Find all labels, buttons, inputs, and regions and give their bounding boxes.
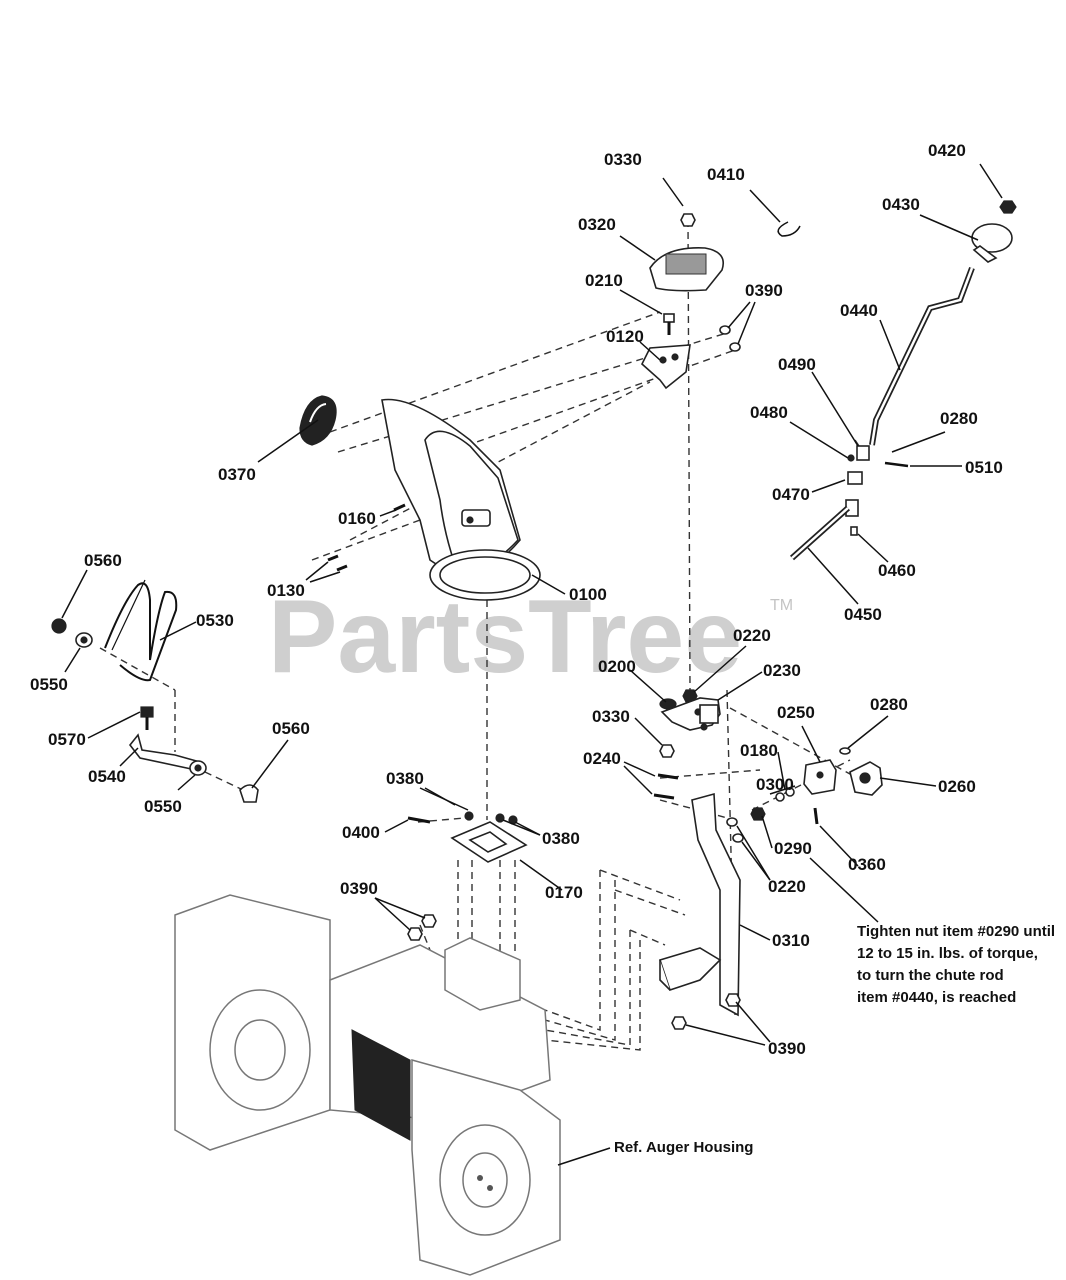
part-0390-washers-top — [719, 325, 741, 352]
part-0540-bracket — [128, 733, 202, 771]
part-0260-gearbox — [849, 761, 883, 796]
part-0280-washer-mid — [839, 747, 851, 755]
callout-0160: 0160 — [338, 509, 376, 528]
callout-0530: 0530 — [196, 611, 234, 630]
callout-labels: 0330 0410 0420 0430 0320 0210 0390 0120 … — [30, 141, 1003, 1058]
part-0200-0220-0230-swivel — [659, 689, 721, 731]
part-0440-chute-rod — [869, 266, 975, 446]
torque-note-line-4: item #0440, is reached — [857, 989, 1016, 1006]
callout-0360: 0360 — [848, 855, 886, 874]
part-0390-nuts-bottom — [671, 993, 741, 1030]
part-0330-nut-mid — [659, 744, 675, 758]
part-0130-bolts — [327, 554, 348, 572]
callout-0290: 0290 — [774, 839, 812, 858]
callout-0170: 0170 — [545, 883, 583, 902]
callout-0220-top: 0220 — [733, 626, 771, 645]
callout-0240: 0240 — [583, 749, 621, 768]
callout-0330-top: 0330 — [604, 150, 642, 169]
part-0220-washers-low — [726, 817, 744, 843]
part-0390-nuts-left — [407, 914, 437, 941]
callout-0330-mid: 0330 — [592, 707, 630, 726]
callout-0320: 0320 — [578, 215, 616, 234]
callout-0560-mid: 0560 — [272, 719, 310, 738]
part-0100-discharge-chute — [381, 398, 541, 601]
part-0550-spacer-top — [75, 632, 93, 648]
callout-0250: 0250 — [777, 703, 815, 722]
callout-0260: 0260 — [938, 777, 976, 796]
callout-0230: 0230 — [763, 661, 801, 680]
callout-0210: 0210 — [585, 271, 623, 290]
callout-0390-bottom: 0390 — [768, 1039, 806, 1058]
callout-0550-top: 0550 — [30, 675, 68, 694]
part-0210-bolt — [663, 313, 675, 335]
leader-lines — [61, 163, 1003, 1166]
part-0560-cap-mid — [239, 784, 259, 803]
callout-0100: 0100 — [569, 585, 607, 604]
part-0160-bolt — [393, 503, 406, 512]
watermark-trademark: TM — [770, 597, 793, 614]
callout-0550-mid: 0550 — [144, 797, 182, 816]
torque-note-line-2: 12 to 15 in. lbs. of torque, — [857, 945, 1038, 962]
callout-0380-right: 0380 — [542, 829, 580, 848]
part-0250-bracket — [803, 759, 837, 795]
callout-0490: 0490 — [778, 355, 816, 374]
auger-housing-label: Ref. Auger Housing — [614, 1139, 753, 1156]
part-0240-bolts — [653, 773, 679, 800]
callout-0220-low: 0220 — [768, 877, 806, 896]
part-0120-bracket — [641, 344, 691, 390]
callout-0280-mid: 0280 — [870, 695, 908, 714]
callout-0380-top: 0380 — [386, 769, 424, 788]
callout-0460: 0460 — [878, 561, 916, 580]
callout-0390-top: 0390 — [745, 281, 783, 300]
callout-0560-top: 0560 — [84, 551, 122, 570]
callout-0570: 0570 — [48, 730, 86, 749]
callout-0390-left: 0390 — [340, 879, 378, 898]
part-0550-spacer-mid — [189, 760, 207, 776]
callout-0280-top: 0280 — [940, 409, 978, 428]
callout-0400: 0400 — [342, 823, 380, 842]
auger-housing-reference — [174, 894, 561, 1276]
part-0420-nut — [999, 200, 1017, 214]
callout-0200: 0200 — [598, 657, 636, 676]
part-0490-0480-0470-u-joint — [845, 445, 870, 536]
part-0380-0400-0170-base-plate — [407, 811, 528, 863]
callout-0540: 0540 — [88, 767, 126, 786]
part-0560-nut-top — [51, 618, 67, 634]
callout-0300: 0300 — [756, 775, 794, 794]
part-0320-chute-deflector-cap — [649, 247, 724, 292]
part-0510-pin — [884, 461, 909, 468]
part-0530-spring — [104, 579, 178, 682]
callout-0430: 0430 — [882, 195, 920, 214]
callout-0480: 0480 — [750, 403, 788, 422]
callout-0120: 0120 — [606, 327, 644, 346]
callout-0370: 0370 — [218, 465, 256, 484]
part-0430-knob — [971, 223, 1013, 263]
part-0180-0300-0290-hardware — [750, 787, 795, 821]
part-0310-chute-support — [658, 792, 741, 1017]
callout-0420: 0420 — [928, 141, 966, 160]
callout-0130: 0130 — [267, 581, 305, 600]
callout-0510: 0510 — [965, 458, 1003, 477]
part-0360-bolt — [813, 807, 819, 825]
part-0410-clip — [777, 221, 801, 237]
callout-0180: 0180 — [740, 741, 778, 760]
torque-note: Tighten nut item #0290 until 12 to 15 in… — [857, 923, 1055, 1006]
torque-note-line-3: to turn the chute rod — [857, 967, 1004, 984]
callout-0470: 0470 — [772, 485, 810, 504]
callout-0410: 0410 — [707, 165, 745, 184]
part-0450-rod — [790, 505, 850, 561]
callout-0450: 0450 — [844, 605, 882, 624]
torque-note-line-1: Tighten nut item #0290 until — [857, 923, 1055, 940]
callout-0440: 0440 — [840, 301, 878, 320]
part-0570-bolt — [140, 706, 154, 730]
callout-0310: 0310 — [772, 931, 810, 950]
part-0330-nut-top — [680, 213, 696, 227]
